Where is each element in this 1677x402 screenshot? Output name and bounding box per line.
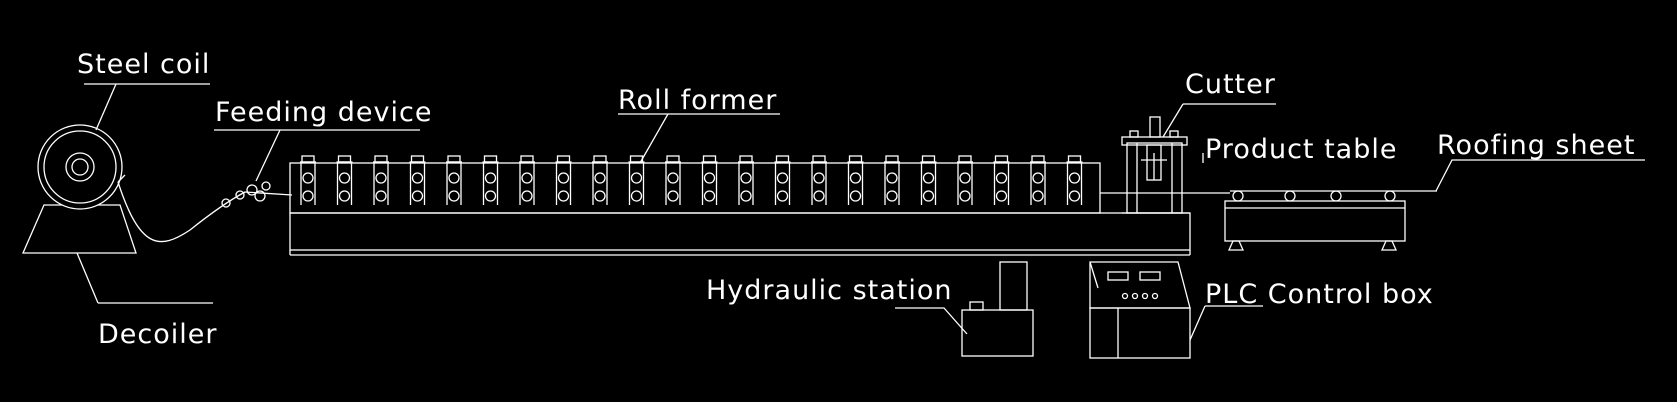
roll-former <box>289 155 1191 256</box>
forming-station <box>336 155 353 205</box>
forming-station <box>628 155 645 205</box>
forming-station <box>1030 155 1046 205</box>
label-steel-coil: Steel coil <box>77 49 210 80</box>
forming-station <box>555 155 572 205</box>
feeding-device <box>221 181 271 208</box>
forming-station <box>847 155 864 205</box>
forming-station <box>1066 155 1083 205</box>
label-product-table: Product table <box>1205 134 1397 165</box>
label-decoiler: Decoiler <box>98 319 217 350</box>
forming-station <box>592 155 608 205</box>
forming-station <box>884 155 900 205</box>
forming-station <box>665 155 681 205</box>
label-roll-former: Roll former <box>618 85 777 116</box>
forming-station <box>519 155 535 205</box>
forming-station <box>446 155 462 205</box>
label-hydraulic-station: Hydraulic station <box>706 275 953 306</box>
forming-station <box>300 155 316 205</box>
hydraulic-station <box>961 261 1034 357</box>
steel-coil <box>65 152 95 182</box>
label-roofing-sheet: Roofing sheet <box>1437 130 1635 161</box>
forming-station <box>373 155 389 205</box>
label-plc-control-box: PLC Control box <box>1205 279 1434 310</box>
cutter <box>1121 116 1190 214</box>
forming-station <box>957 155 973 205</box>
forming-station <box>738 155 754 205</box>
forming-station <box>774 155 791 205</box>
product-table <box>1224 190 1406 251</box>
label-cutter: Cutter <box>1185 69 1276 100</box>
forming-station <box>993 155 1010 205</box>
forming-station <box>920 155 937 205</box>
decoiler <box>22 124 137 254</box>
steel-strip <box>117 181 293 243</box>
forming-station <box>811 155 827 205</box>
leader-lines <box>76 83 1645 341</box>
forming-stations <box>300 155 1083 205</box>
forming-station <box>409 155 426 205</box>
forming-station <box>482 155 499 205</box>
plc-control-box <box>1089 261 1191 359</box>
forming-station <box>701 155 718 205</box>
label-feeding-device: Feeding device <box>215 97 432 128</box>
